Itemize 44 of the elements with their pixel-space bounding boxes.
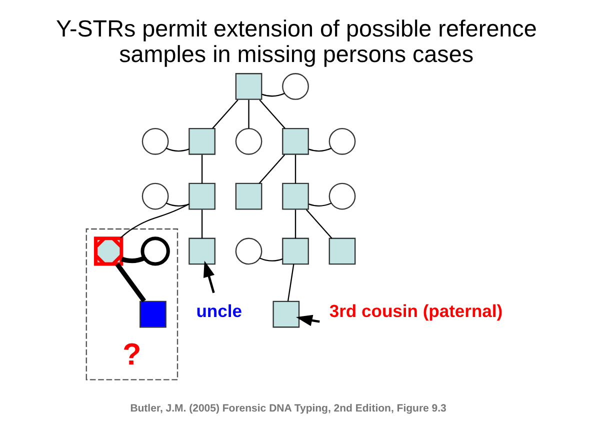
node-circle [234, 238, 262, 265]
connector [294, 210, 296, 238]
cluster: ? [85, 228, 178, 380]
node-circle [141, 182, 168, 210]
connector [248, 100, 249, 128]
node-box [234, 182, 262, 210]
connector [166, 202, 189, 206]
node-circle [328, 182, 356, 210]
connector [286, 264, 294, 302]
connector [308, 202, 331, 206]
node-text: 3rd cousin (paternal) [328, 301, 502, 322]
connector [305, 209, 332, 239]
node-circle [141, 128, 168, 155]
node-text: uncle [196, 301, 242, 322]
connector [261, 92, 284, 97]
node-box [188, 238, 215, 265]
connector [308, 148, 331, 152]
node-circle [328, 128, 356, 155]
node-circle [140, 236, 170, 266]
connector [166, 148, 189, 152]
node-box [282, 238, 308, 265]
connector [258, 154, 285, 184]
connector [258, 99, 285, 129]
arrow [202, 260, 214, 294]
connector [212, 99, 238, 129]
node-box [272, 300, 300, 328]
connector [200, 210, 202, 238]
node-box [188, 128, 215, 155]
node-box [234, 73, 262, 100]
node-box [188, 182, 215, 210]
node-box [282, 182, 308, 210]
connector [259, 258, 282, 262]
connector [114, 262, 146, 302]
caption: Butler, J.M. (2005) Forensic DNA Typing, 2nd Edition, Figure 9.3 [130, 402, 446, 414]
connector [200, 154, 202, 184]
node-box [328, 238, 356, 265]
node-box [282, 128, 308, 155]
connector [294, 154, 296, 184]
node-box [139, 300, 166, 328]
node-circle [282, 73, 308, 100]
diagram-title: Y-STRs permit extension of possible reference samples in missing persons cases [56, 15, 536, 67]
connector [120, 256, 145, 264]
connector [119, 204, 189, 239]
node-circle [234, 128, 262, 155]
